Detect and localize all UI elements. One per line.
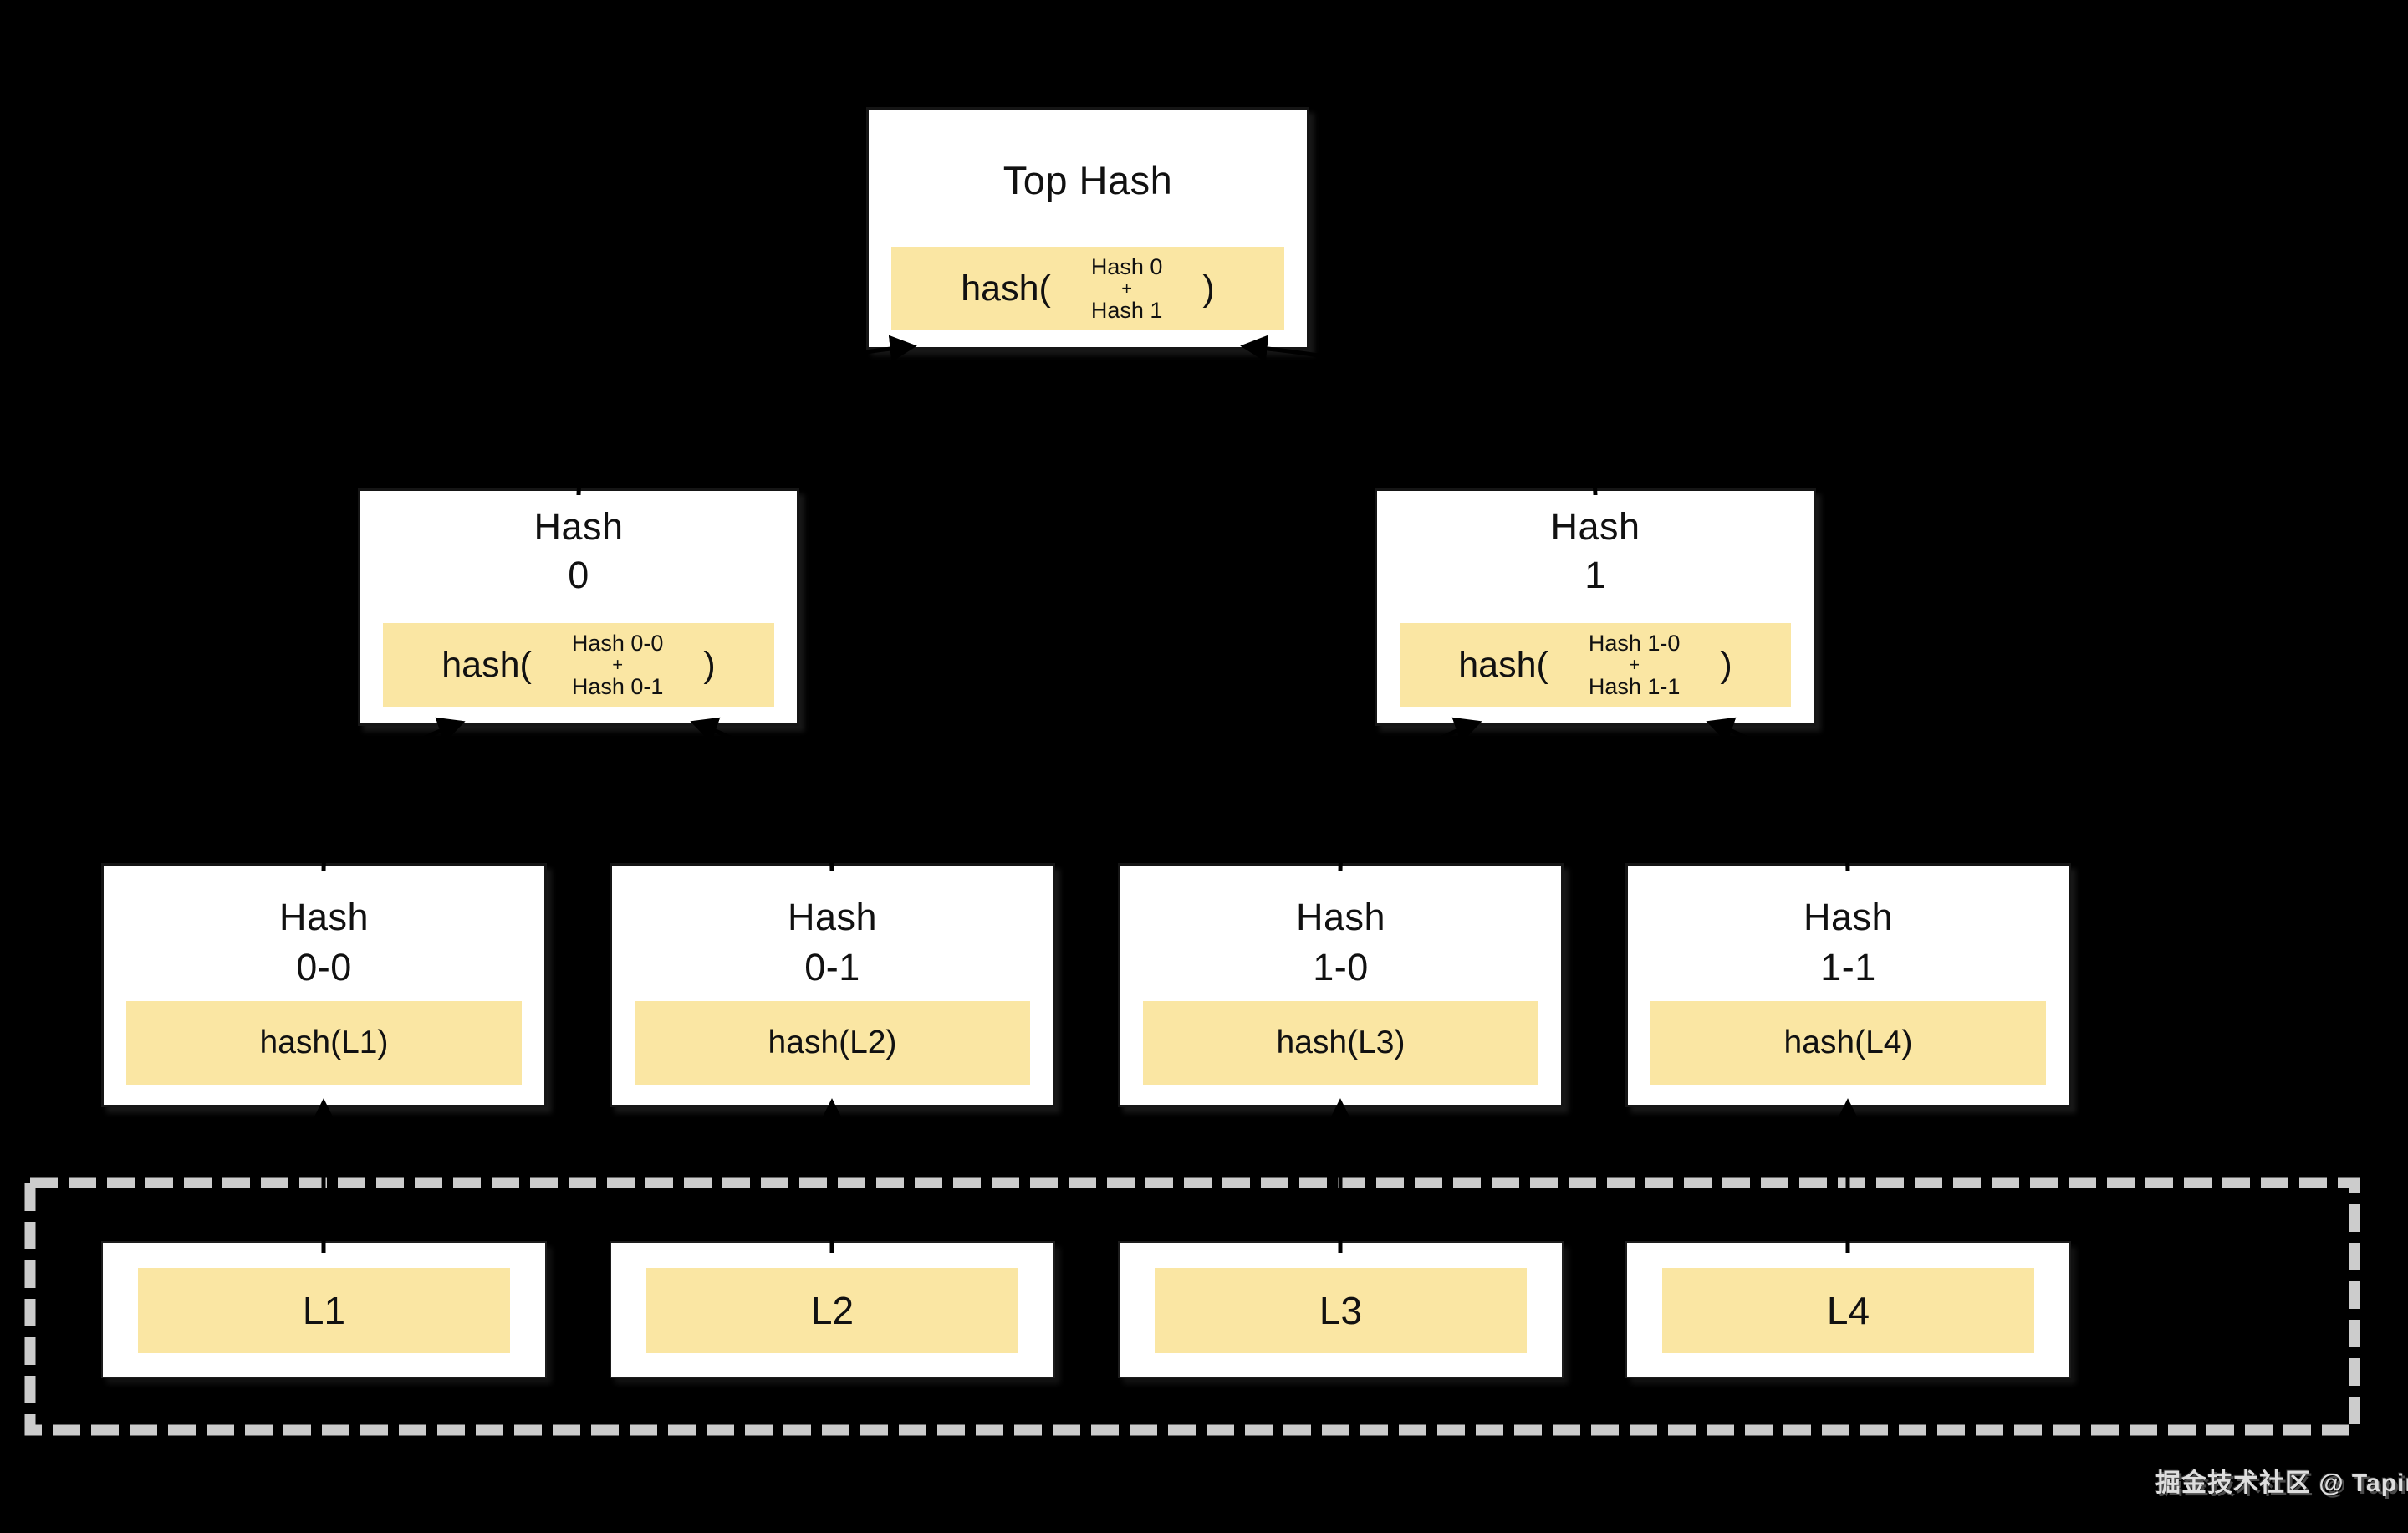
node-hash-0-1: Hash 0-1 hash(L2) — [610, 863, 1055, 1107]
plus-sign: + — [1121, 278, 1133, 299]
node-hash-1-0: Hash 1-0 hash(L3) — [1118, 863, 1564, 1107]
arrows-hash-to-parent — [321, 717, 1850, 872]
plus-sign: + — [1629, 654, 1640, 675]
node-title: Hash 1-0 — [1120, 892, 1561, 993]
hash-value: hash(L4) — [1650, 1001, 2046, 1085]
title-line1: Hash — [1295, 896, 1386, 938]
hash-value: hash(L3) — [1143, 1001, 1538, 1085]
title-line2: 1-0 — [1313, 946, 1369, 989]
arrow-hash-1-1-to-hash-1 — [1706, 717, 1850, 872]
arrow-hash-1-to-top-hash — [1240, 335, 1598, 496]
node-hash-1: Hash 1 hash( Hash 1-0 + Hash 1-1 ) — [1375, 488, 1816, 726]
hash-formula: hash( Hash 0 + Hash 1 ) — [891, 247, 1284, 330]
title-line1: Hash — [787, 896, 878, 938]
hash-formula: hash( Hash 1-0 + Hash 1-1 ) — [1400, 623, 1791, 707]
node-hash-0: Hash 0 hash( Hash 0-0 + Hash 0-1 ) — [358, 488, 799, 726]
node-hash-0-0: Hash 0-0 hash(L1) — [101, 863, 547, 1107]
formula-arg1: Hash 1-0 — [1588, 631, 1681, 656]
watermark: 掘金技术社区 @ Tapir — [2155, 1469, 2408, 1497]
formula-close-paren: ) — [1720, 644, 1732, 685]
formula-arg1: Hash 0-0 — [571, 631, 664, 656]
arrows-leaf-to-hash — [309, 1098, 1862, 1253]
plus-sign: + — [612, 654, 624, 675]
title-line1: Hash — [1803, 896, 1894, 938]
node-title: Hash 1 — [1377, 503, 1814, 600]
hash-value: hash(L1) — [126, 1001, 522, 1085]
title-line2: 0 — [568, 554, 589, 596]
formula-arg1: Hash 0 — [1090, 254, 1163, 279]
formula-fn: hash( — [1458, 644, 1548, 685]
formula-close-paren: ) — [703, 644, 716, 685]
title-line2: 0-0 — [296, 946, 352, 989]
title-line1: Hash — [533, 505, 624, 548]
node-title: Hash 0-1 — [612, 892, 1053, 993]
leaf-l3: L3 — [1118, 1241, 1564, 1378]
leaf-label: L3 — [1155, 1268, 1527, 1353]
arrow-hash-1-0-to-hash-1 — [1338, 717, 1482, 872]
leaf-label: L2 — [646, 1268, 1018, 1353]
title-line1: Hash — [278, 896, 370, 938]
formula-arg2: Hash 1 — [1090, 298, 1163, 323]
formula-args: Hash 0 + Hash 1 — [1091, 254, 1163, 323]
formula-close-paren: ) — [1202, 268, 1215, 309]
leaf-label: L4 — [1662, 1268, 2034, 1353]
node-title: Hash 0-0 — [104, 892, 544, 993]
formula-arg2: Hash 0-1 — [571, 674, 664, 699]
node-title: Hash 0 — [360, 503, 797, 600]
leaf-label: L1 — [138, 1268, 510, 1353]
title-line2: 1-1 — [1820, 946, 1876, 989]
title-line1: Hash — [1550, 505, 1640, 548]
arrow-hash-0-to-top-hash — [576, 335, 917, 496]
arrows-parent-to-root — [576, 335, 1598, 496]
formula-args: Hash 0-0 + Hash 0-1 — [572, 631, 664, 699]
title-line2: 0-1 — [804, 946, 860, 989]
node-hash-1-1: Hash 1-1 hash(L4) — [1625, 863, 2071, 1107]
formula-fn: hash( — [441, 644, 532, 685]
formula-arg2: Hash 1-1 — [1588, 674, 1681, 699]
formula-fn: hash( — [961, 268, 1051, 309]
node-top-hash: Top Hash hash( Hash 0 + Hash 1 ) — [866, 107, 1309, 350]
node-title: Hash 1-1 — [1628, 892, 2069, 993]
node-title: Top Hash — [1002, 158, 1173, 202]
leaf-l2: L2 — [610, 1241, 1055, 1378]
hash-value: hash(L2) — [635, 1001, 1030, 1085]
leaf-l1: L1 — [101, 1241, 547, 1378]
leaf-l4: L4 — [1625, 1241, 2071, 1378]
title-line2: 1 — [1584, 554, 1606, 596]
arrow-hash-0-0-to-hash-0 — [321, 717, 466, 872]
formula-args: Hash 1-0 + Hash 1-1 — [1589, 631, 1681, 699]
arrow-hash-0-1-to-hash-0 — [690, 717, 834, 872]
hash-formula: hash( Hash 0-0 + Hash 0-1 ) — [383, 623, 774, 707]
